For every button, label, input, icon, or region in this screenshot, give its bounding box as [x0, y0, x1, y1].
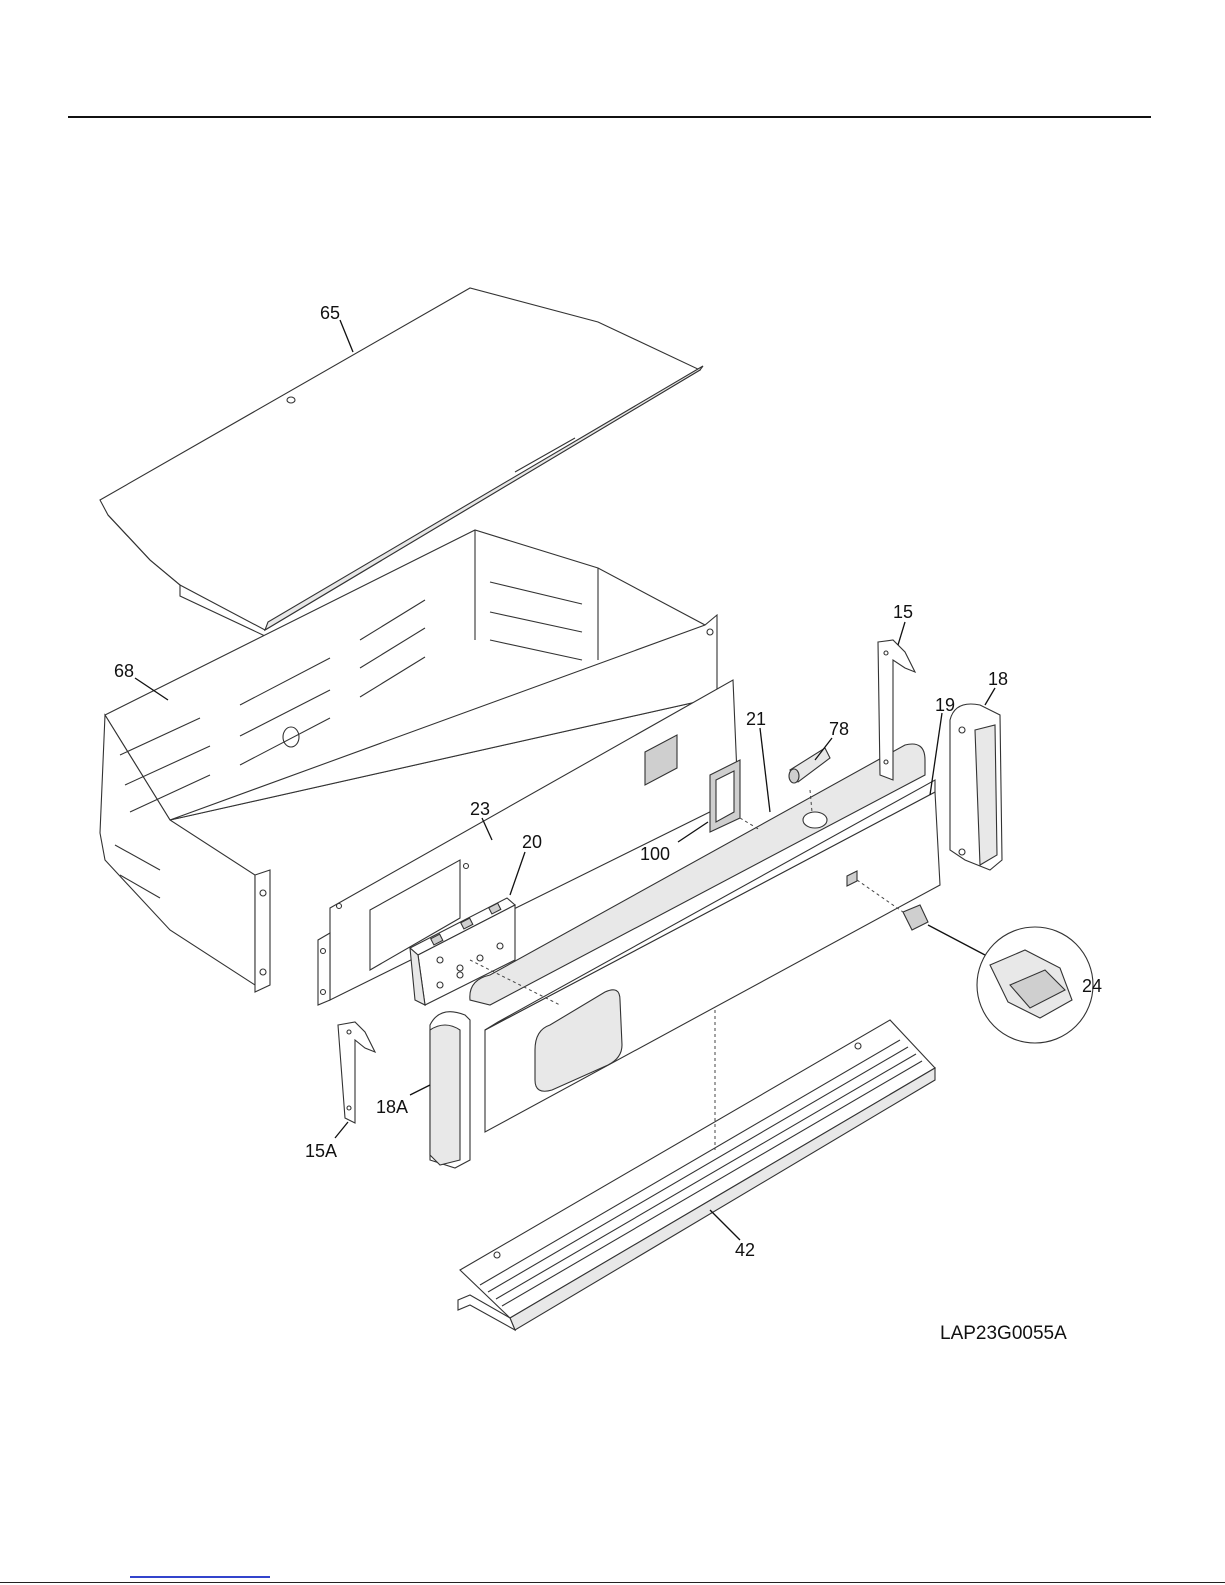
label-24: 24 — [1082, 976, 1102, 996]
label-15: 15 — [893, 602, 913, 622]
part-18-end-cap — [950, 704, 1002, 870]
part-18A-end-cap — [430, 1012, 470, 1168]
label-78: 78 — [829, 719, 849, 739]
label-42: 42 — [735, 1240, 755, 1260]
footer-rule — [0, 1582, 1225, 1583]
label-18A: 18A — [376, 1097, 408, 1117]
part-15A-bracket — [338, 1022, 375, 1123]
footer-link-underline[interactable] — [130, 1576, 270, 1578]
label-100: 100 — [640, 844, 670, 864]
diagram-code: LAP23G0055A — [940, 1323, 1067, 1344]
part-24-switch — [903, 905, 1093, 1043]
label-23: 23 — [470, 799, 490, 819]
label-21: 21 — [746, 709, 766, 729]
label-68: 68 — [114, 661, 134, 681]
label-65: 65 — [320, 303, 340, 323]
label-18: 18 — [988, 669, 1008, 689]
label-15A: 15A — [305, 1141, 337, 1161]
label-19: 19 — [935, 695, 955, 715]
part-78-knob — [789, 748, 830, 783]
label-20: 20 — [522, 832, 542, 852]
